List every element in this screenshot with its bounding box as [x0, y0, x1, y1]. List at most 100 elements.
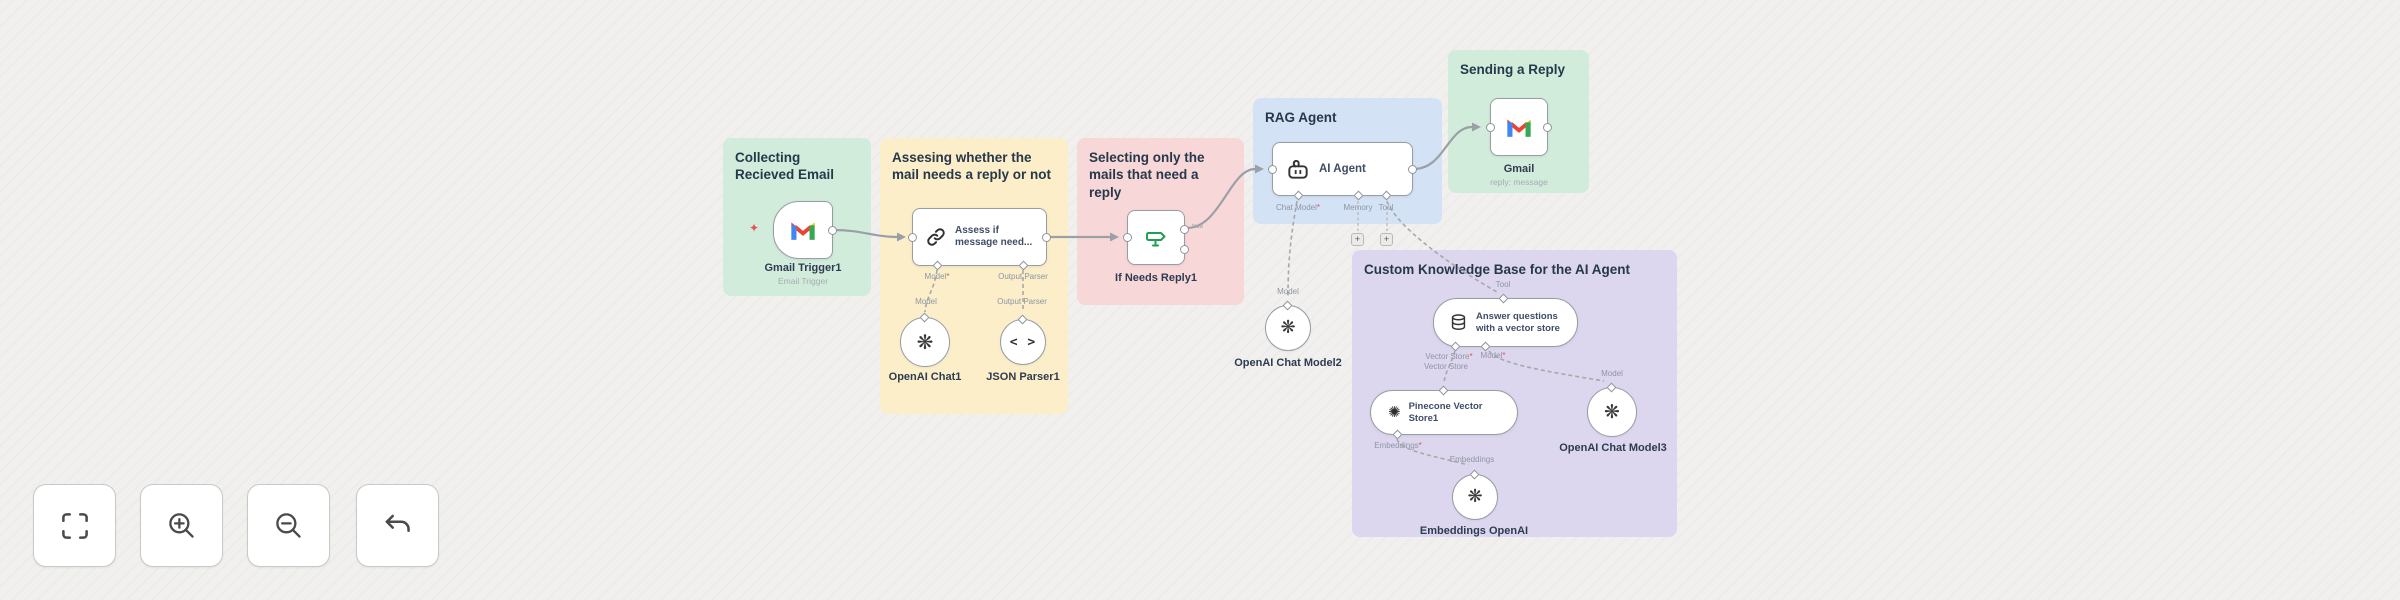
input-port[interactable] [1268, 164, 1277, 174]
pinecone-icon: ✺ [1388, 403, 1401, 421]
node-label: OpenAI Chat Model3 [1559, 442, 1667, 454]
undo-button[interactable] [356, 484, 439, 567]
signpost-icon [1144, 226, 1168, 250]
group-title: RAG Agent [1265, 110, 1337, 125]
port-label-embeddings: Embeddings* [1374, 441, 1422, 450]
group-title: Custom Knowledge Base for the AI Agent [1364, 262, 1631, 277]
child-label-model: Model [1601, 369, 1623, 378]
child-label-embeddings: Embeddings [1449, 455, 1495, 464]
node-openai-chat1[interactable]: ❋ [900, 312, 950, 367]
wire-if-true-to-agent[interactable] [1186, 167, 1256, 230]
node-gmail-send[interactable] [1486, 98, 1552, 156]
required-indicator-icon: ✦ [749, 221, 760, 235]
port-label-model: Model* [924, 272, 950, 281]
output-port[interactable] [1408, 164, 1417, 174]
fit-view-icon [56, 507, 94, 545]
output-true-label: true [1192, 223, 1204, 230]
zoom-out-icon [270, 507, 308, 545]
group-collecting-email[interactable]: Collecting Recieved Email [723, 138, 871, 296]
zoom-in-button[interactable] [140, 484, 223, 567]
node-label: Gmail Trigger1 [764, 262, 842, 274]
wire-tool-model[interactable] [1488, 350, 1605, 382]
openai-icon: ❋ [1280, 317, 1296, 338]
wire-tool-vector-store[interactable] [1443, 350, 1456, 383]
port-label-chat-model: Chat Model* [1275, 203, 1321, 212]
child-label-output-parser: Output Parser [997, 297, 1047, 306]
node-if-needs-reply[interactable] [1123, 210, 1189, 265]
port-label-model: Model* [1480, 351, 1506, 360]
database-icon [1449, 313, 1468, 332]
port-label-memory: Memory [1343, 203, 1373, 212]
arrowhead [897, 232, 906, 242]
openai-icon: ❋ [916, 330, 934, 354]
node-openai-chat-model2[interactable]: ❋ [1265, 300, 1311, 351]
node-label: If Needs Reply1 [1115, 272, 1197, 284]
zoom-in-icon [163, 507, 201, 545]
output-port[interactable] [1042, 232, 1051, 242]
group-title: Assesing whether the mail needs a reply … [892, 150, 1052, 183]
output-port[interactable] [1543, 122, 1552, 132]
node-answer-questions-tool[interactable]: Answer questions with a vector store [1433, 293, 1578, 352]
wire-agent-to-gmail[interactable] [1413, 125, 1473, 171]
child-label-model: Model [915, 297, 937, 306]
input-port[interactable] [1486, 122, 1495, 132]
node-sublabel: Email Trigger [777, 276, 829, 286]
node-openai-chat-model3[interactable]: ❋ [1587, 382, 1637, 437]
node-gmail-trigger[interactable] [773, 201, 837, 259]
arrowhead [1255, 164, 1264, 174]
child-label-vector-store: Vector Store [1423, 362, 1469, 371]
node-title: Answer questions with a vector store [1476, 310, 1560, 334]
plus-icon: + [1383, 234, 1390, 244]
zoom-out-button[interactable] [247, 484, 330, 567]
node-sublabel: reply: message [1490, 177, 1548, 187]
arrowhead [1110, 232, 1119, 242]
node-label: JSON Parser1 [986, 371, 1060, 383]
group-assessing-reply[interactable]: Assesing whether the mail needs a reply … [880, 138, 1068, 414]
port-label-vector-store: Vector Store* [1425, 352, 1473, 361]
wire-agent-chat-model[interactable] [1287, 200, 1298, 297]
node-label: OpenAI Chat1 [888, 371, 962, 383]
openai-icon: ❋ [1604, 400, 1620, 423]
node-ai-agent[interactable]: AI Agent [1268, 142, 1417, 201]
node-json-parser1[interactable]: < > [1000, 314, 1046, 365]
fit-view-button[interactable] [33, 484, 116, 567]
group-selecting-mails[interactable]: Selecting only the mails that need a rep… [1077, 138, 1244, 305]
arrowhead [1472, 122, 1481, 132]
plus-icon: + [1354, 234, 1361, 244]
openai-icon: ❋ [1467, 486, 1483, 507]
port-label-output-parser: Output Parser [998, 272, 1048, 281]
link-icon [925, 226, 947, 248]
node-label: OpenAI Chat Model2 [1234, 357, 1342, 369]
node-title: Pinecone Vector Store1 [1408, 400, 1483, 424]
child-label-tool: Tool [1495, 280, 1511, 289]
wire-assess-model[interactable] [924, 269, 938, 313]
input-port[interactable] [1123, 233, 1132, 242]
node-label: Embeddings OpenAI [1419, 525, 1529, 537]
port-label-tool: Tool [1378, 203, 1394, 212]
group-title: Collecting Recieved Email [735, 150, 835, 183]
output-true-port[interactable] [1180, 225, 1189, 234]
input-port[interactable] [908, 232, 917, 242]
child-label-model: Model [1277, 287, 1299, 296]
node-pinecone-vector-store[interactable]: ✺ Pinecone Vector Store1 [1370, 385, 1518, 440]
robot-icon [1285, 156, 1311, 182]
undo-icon [379, 507, 417, 545]
group-title: Selecting only the mails that need a rep… [1089, 150, 1205, 200]
node-label: Gmail [1503, 163, 1535, 175]
add-memory-button[interactable]: + [1351, 233, 1364, 246]
node-assess-message[interactable]: Assess if message need... [908, 208, 1051, 271]
wire-agent-tool[interactable] [1386, 200, 1498, 293]
node-embeddings-openai[interactable]: ❋ [1452, 469, 1498, 520]
code-brackets-icon: < > [1009, 334, 1037, 350]
wire-trigger-to-assess[interactable] [832, 228, 898, 239]
node-title: AI Agent [1319, 162, 1366, 175]
node-title: Assess if message need... [955, 224, 1033, 249]
gmail-icon [1505, 117, 1533, 138]
output-port[interactable] [828, 225, 837, 235]
gmail-icon [789, 220, 817, 241]
wire-pinecone-embeddings[interactable] [1396, 438, 1469, 466]
output-false-port[interactable] [1180, 245, 1189, 254]
add-tool-button[interactable]: + [1380, 233, 1393, 246]
